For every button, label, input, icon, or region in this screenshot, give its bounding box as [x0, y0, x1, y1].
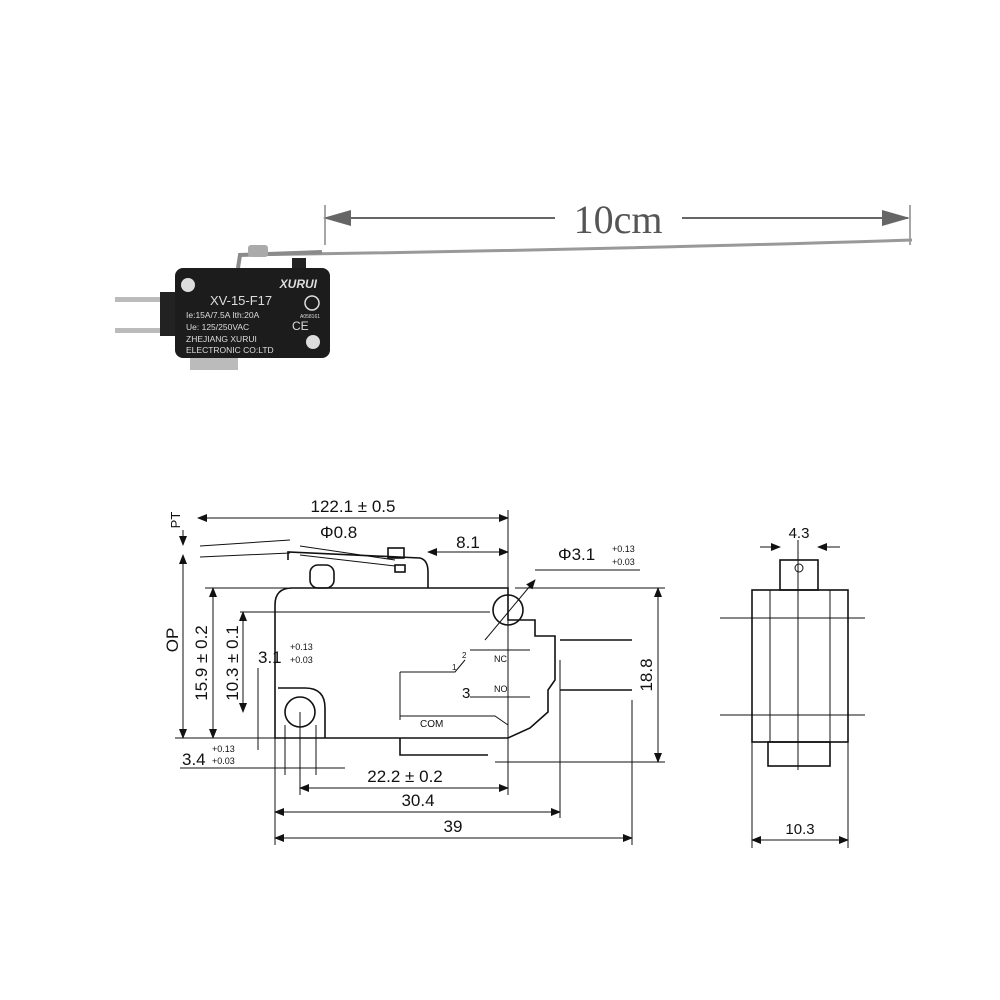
com-label: COM	[420, 719, 443, 730]
pin-2: 2	[462, 651, 467, 660]
no-label: NO	[494, 684, 508, 694]
dim-height: 18.8	[637, 658, 656, 691]
nc-label: NC	[494, 654, 507, 664]
rating-voltage: Ue: 125/250VAC	[186, 322, 249, 332]
switch-photo: 10cm XURUI XV-15-F17 A058161 Ie:15A/7.5A…	[115, 197, 913, 370]
tol-minus-1: +0.03	[612, 557, 635, 567]
tol-minus-2: +0.03	[290, 655, 313, 665]
dim-hole-height: 10.3 ± 0.1	[223, 625, 242, 701]
dim-wire-diameter: Φ0.8	[320, 523, 357, 542]
tol-minus-3: +0.03	[212, 756, 235, 766]
tol-plus-3: +0.13	[212, 744, 235, 754]
switch-body	[175, 268, 330, 358]
dim-small-hole: 3.1	[258, 648, 282, 667]
tol-plus-1: +0.13	[612, 544, 635, 554]
ccc-mark	[304, 295, 320, 311]
dim-edge: 3.4	[182, 750, 206, 769]
ce-mark: CE	[292, 319, 309, 333]
dim-offset: 8.1	[456, 533, 480, 552]
dim-side-width: 10.3	[785, 821, 814, 838]
lever-wire	[239, 238, 913, 257]
dim-hole-diameter: Φ3.1	[558, 545, 595, 564]
brand-label: XURUI	[279, 277, 318, 291]
pin-1: 1	[452, 663, 457, 672]
ccc-code: A058161	[300, 314, 320, 320]
maker-line1: ZHEJIANG XURUI	[186, 334, 257, 344]
front-view-drawing: 2 1 3 NC NO COM 122.1 ± 0.5 Φ0.8 8.1 Φ3.…	[163, 497, 665, 845]
rating-current: Ie:15A/7.5A Ith:20A	[186, 310, 260, 320]
dim-hole-spacing: 22.2 ± 0.2	[367, 767, 443, 786]
pin-3: 3	[462, 685, 470, 702]
maker-line2: ELECTRONIC CO:LTD	[186, 345, 274, 355]
dim-body-length: 30.4	[401, 791, 434, 810]
dim-lever-length: 122.1 ± 0.5	[311, 497, 396, 516]
switch-outline	[274, 587, 556, 739]
model-label: XV-15-F17	[210, 293, 272, 308]
op-label: OP	[163, 628, 182, 653]
tol-plus-2: +0.13	[290, 642, 313, 652]
dim-side-top: 4.3	[789, 525, 810, 542]
dim-op-height: 15.9 ± 0.2	[192, 625, 211, 701]
pt-label: PT	[168, 512, 183, 529]
side-view-drawing: 4.3 10.3	[720, 525, 865, 848]
dim-total-length: 39	[444, 817, 463, 836]
length-label: 10cm	[574, 197, 663, 242]
